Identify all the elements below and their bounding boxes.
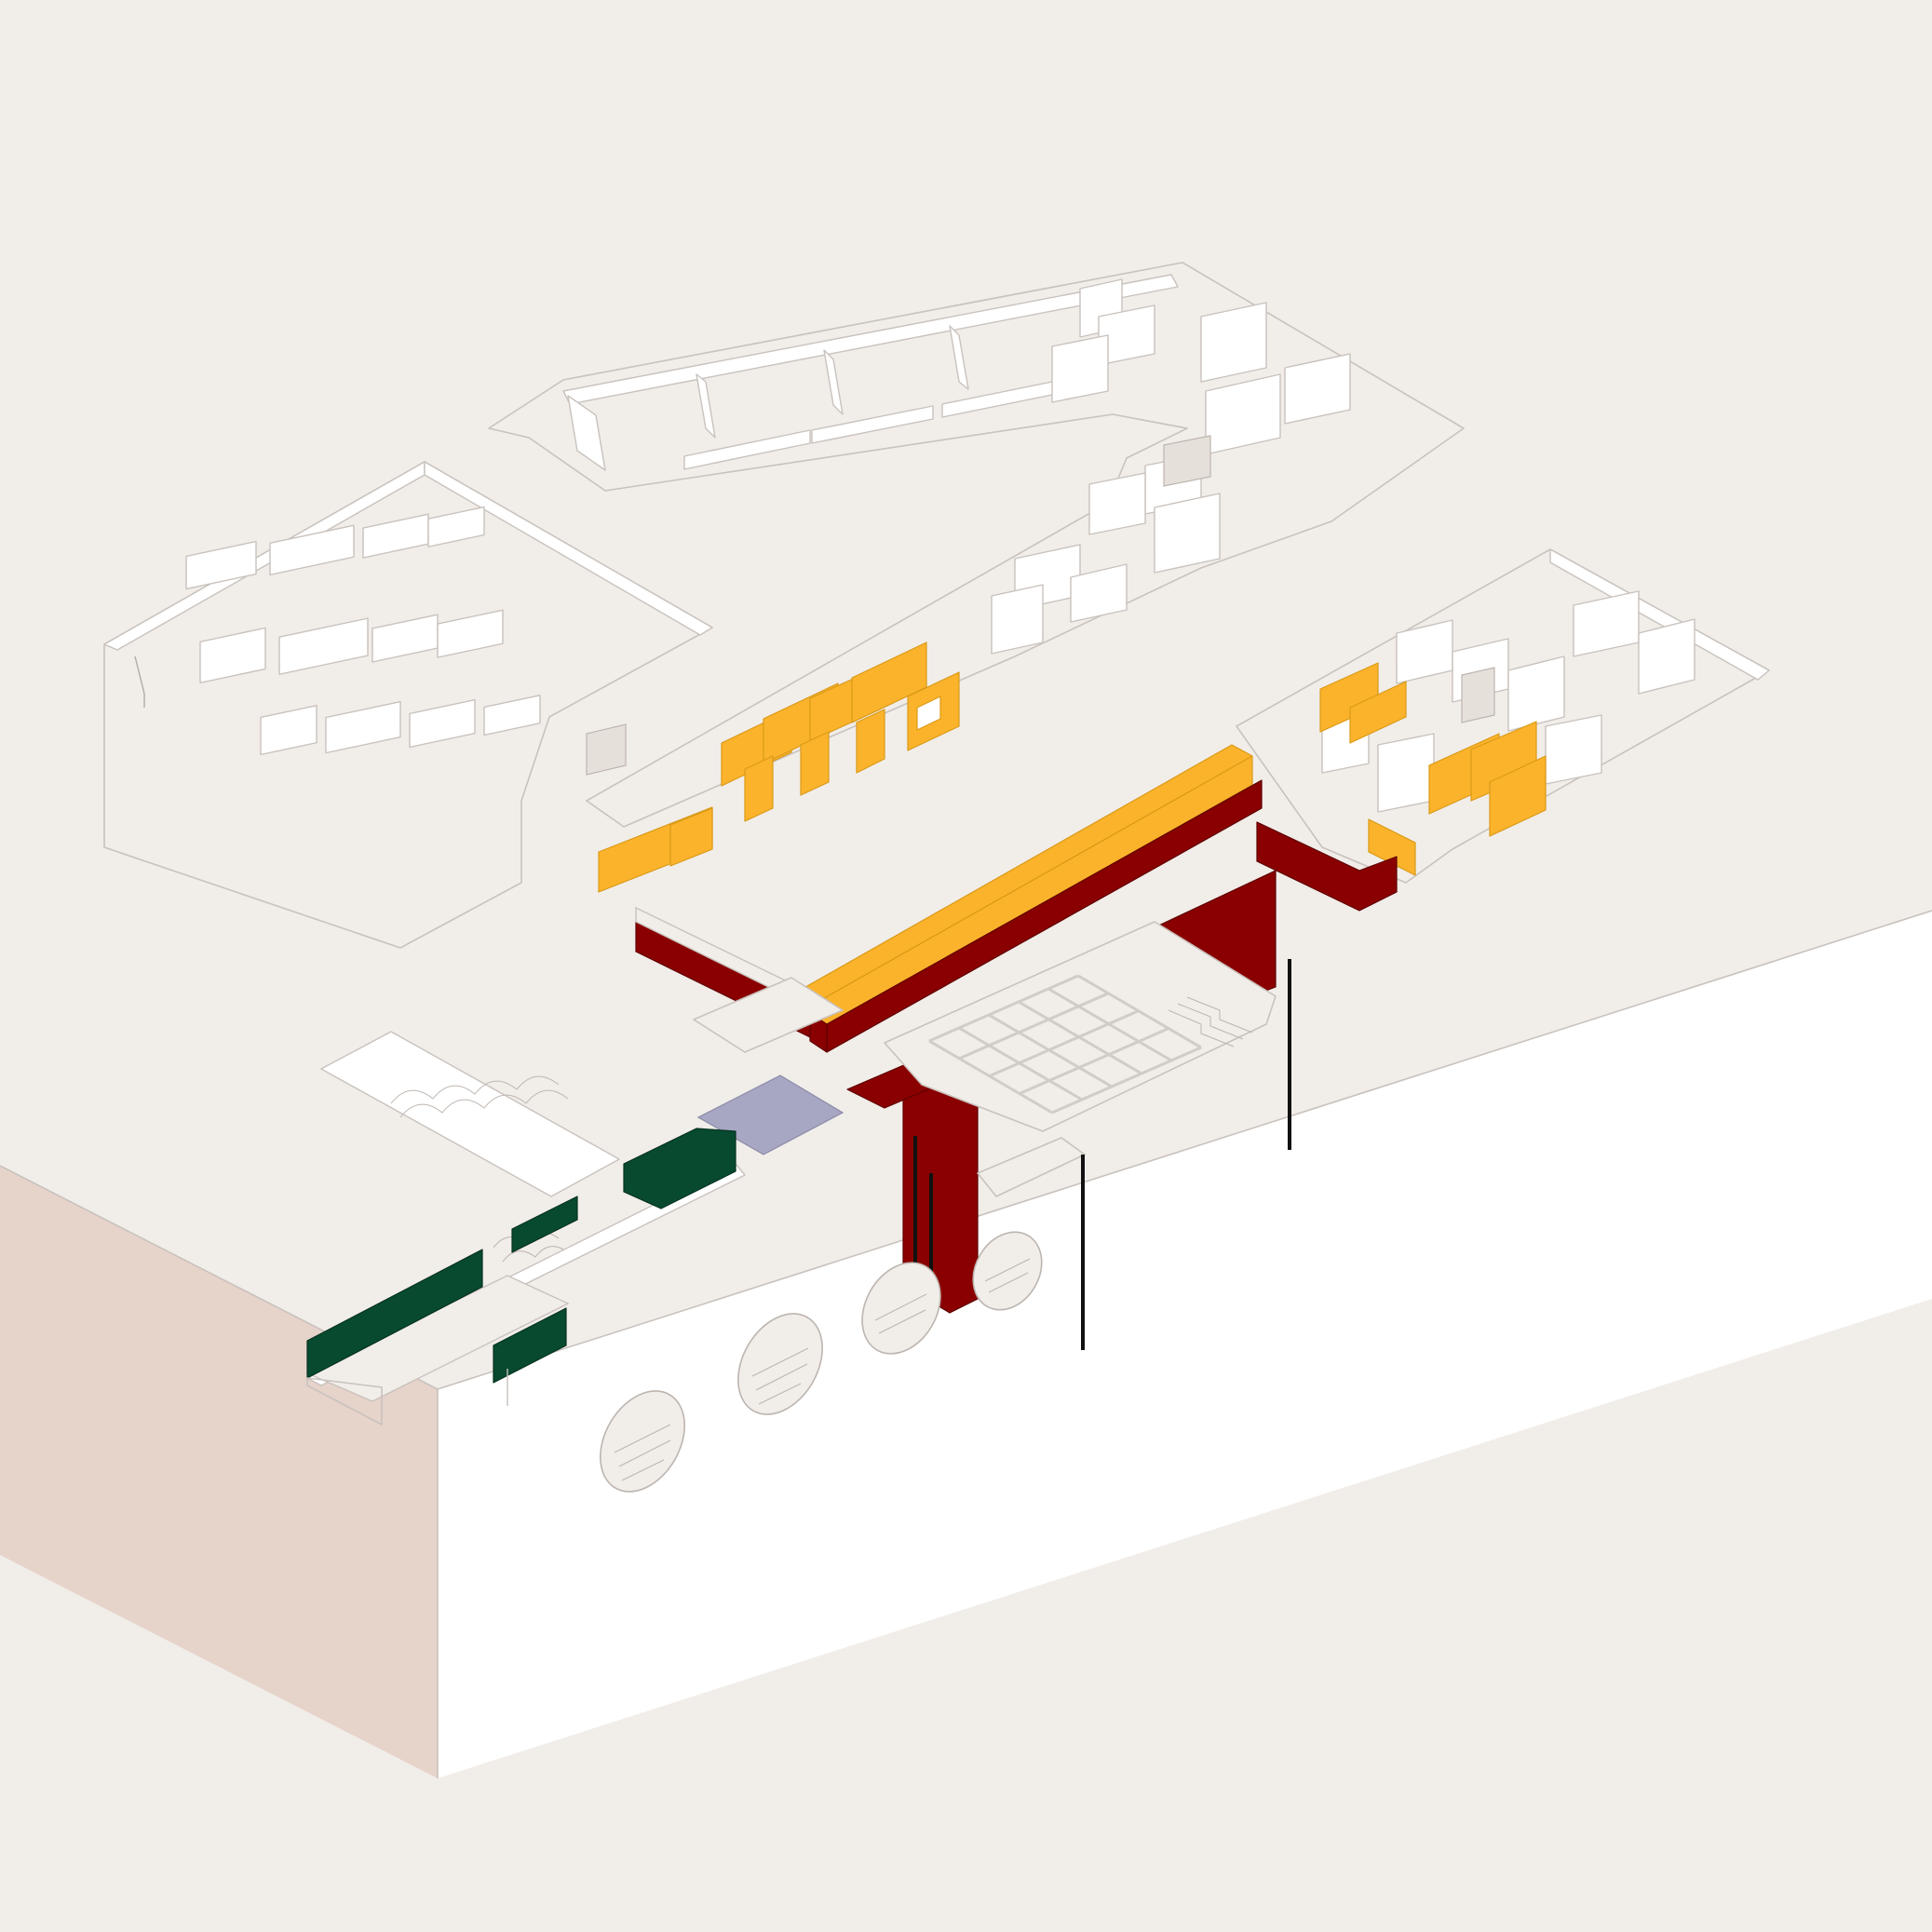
- floor-plan-west-block: [103, 461, 713, 949]
- east-block-core: [1461, 667, 1495, 723]
- east-block-rooms: [1321, 590, 1696, 813]
- floor-plan-east-block: [1236, 548, 1770, 884]
- west-block-east-wall: [424, 461, 713, 636]
- yellow-wall-east: [1368, 818, 1416, 876]
- west-block-rooms: [185, 506, 541, 756]
- tunnel-porthole-icon: [972, 1231, 1043, 1311]
- tunnel-porthole-icon: [861, 1262, 941, 1355]
- green-wall-3: [511, 1196, 578, 1253]
- yellow-wall-west-2: [669, 807, 713, 867]
- east-block-north-wall: [1549, 548, 1770, 681]
- ground-mass-left-face: [0, 1166, 438, 1778]
- tunnel-porthole-icon: [737, 1313, 823, 1415]
- yellow-rooms-east-cluster: [1319, 662, 1547, 837]
- station-box-outline: [306, 1377, 383, 1426]
- lower-void: [693, 977, 844, 1053]
- yellow-program: [598, 642, 1547, 1031]
- east-block-slab: [1236, 548, 1770, 884]
- ground-mass-top-edge: [0, 910, 1932, 1390]
- column-grid-icon: [928, 974, 1202, 1115]
- north-block-partitions: [567, 325, 1072, 471]
- central-hall: [693, 921, 1277, 1197]
- ground-mass-front-face: [438, 911, 1932, 1778]
- hall-stairs: [1168, 996, 1253, 1047]
- green-wall-4: [623, 1128, 736, 1209]
- yellow-rooms-north-cluster: [721, 642, 960, 822]
- tunnel-porthole-icon: [600, 1390, 685, 1493]
- north-block-inner-wall: [562, 274, 1179, 405]
- ground-massing: [0, 910, 1932, 1778]
- north-block-core: [1163, 435, 1211, 487]
- floor-plan-north-block: [488, 262, 1465, 828]
- hall-floor: [884, 921, 1277, 1132]
- red-bar-east: [1256, 821, 1398, 912]
- tunnel-portholes: [600, 1231, 1043, 1493]
- green-wall-2: [493, 1307, 567, 1384]
- west-block-core: [586, 723, 627, 776]
- north-block-rooms: [991, 278, 1351, 655]
- station-level: [305, 1031, 844, 1426]
- skylight-opening: [320, 1031, 620, 1197]
- green-wall-1: [306, 1249, 483, 1379]
